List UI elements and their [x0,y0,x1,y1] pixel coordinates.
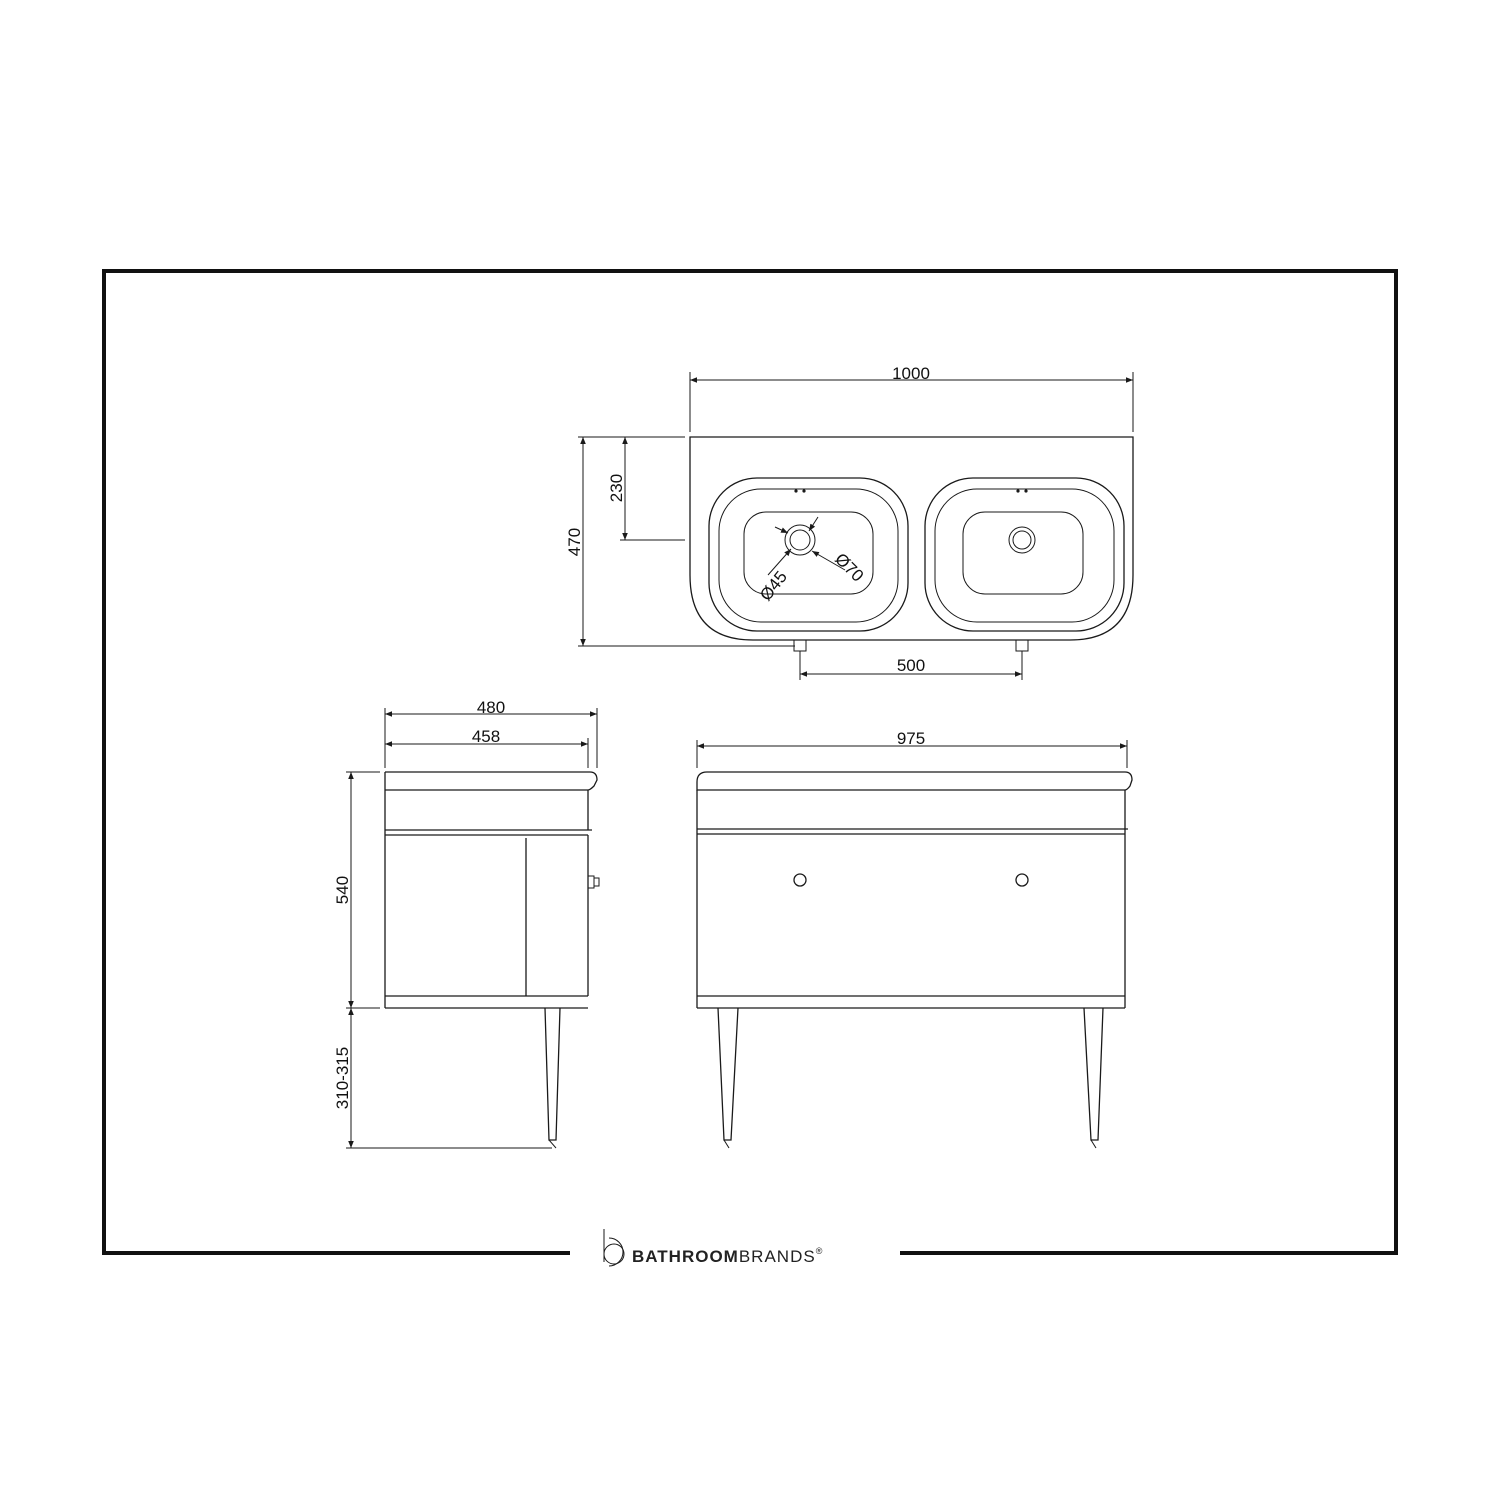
page-frame [102,269,1398,1255]
right-bowl-basin [962,511,1084,595]
brand-b-icon [603,1229,625,1267]
right-waste-outer [1008,526,1036,554]
right-bowl-rim [934,488,1115,623]
left-bowl-rim [718,488,899,623]
side-depth-inner-label: 458 [472,727,500,746]
brand-name-bold: BATHROOM [632,1247,739,1266]
left-bowl-basin [743,511,874,595]
brand-name-light: BRANDS [739,1247,816,1266]
svg-text:BATHROOMBRANDS®: BATHROOMBRANDS® [632,1246,823,1266]
cabinet-height-label: 540 [333,876,352,904]
left-waste-outer [784,524,816,556]
left-waste-inner [789,529,811,551]
front-width-label: 975 [897,729,925,748]
front-view: 975 [696,729,1133,1149]
plan-view: Ø45 Ø70 1000 470 230 500 [565,364,1134,680]
front-knob-left [793,873,807,887]
leg-height-label: 310-315 [333,1047,352,1109]
tap-spacing-label: 500 [897,656,925,675]
waste-outer-diameter-label: Ø70 [831,549,867,585]
right-waste-inner [1012,530,1032,550]
bowl-offset-label: 230 [607,474,626,502]
left-bowl-outer [708,477,909,632]
side-view: 480 458 540 310-315 [333,698,600,1149]
brand-registered: ® [816,1246,824,1256]
front-leg-left [717,1007,739,1141]
right-tap-stub [1015,639,1029,652]
top-depth-label: 470 [565,528,584,556]
front-knob-right [1015,873,1029,887]
basin-top-outline [689,436,1134,641]
right-bowl-outer [924,477,1125,632]
front-leg-right [1083,1007,1104,1141]
side-leg [544,1007,561,1141]
top-width-label: 1000 [892,364,930,383]
brand-logo: BATHROOMBRANDS® [603,1229,823,1267]
side-depth-outer-label: 480 [477,698,505,717]
left-tap-stub [793,639,807,652]
waste-inner-diameter-label: Ø45 [756,567,791,604]
